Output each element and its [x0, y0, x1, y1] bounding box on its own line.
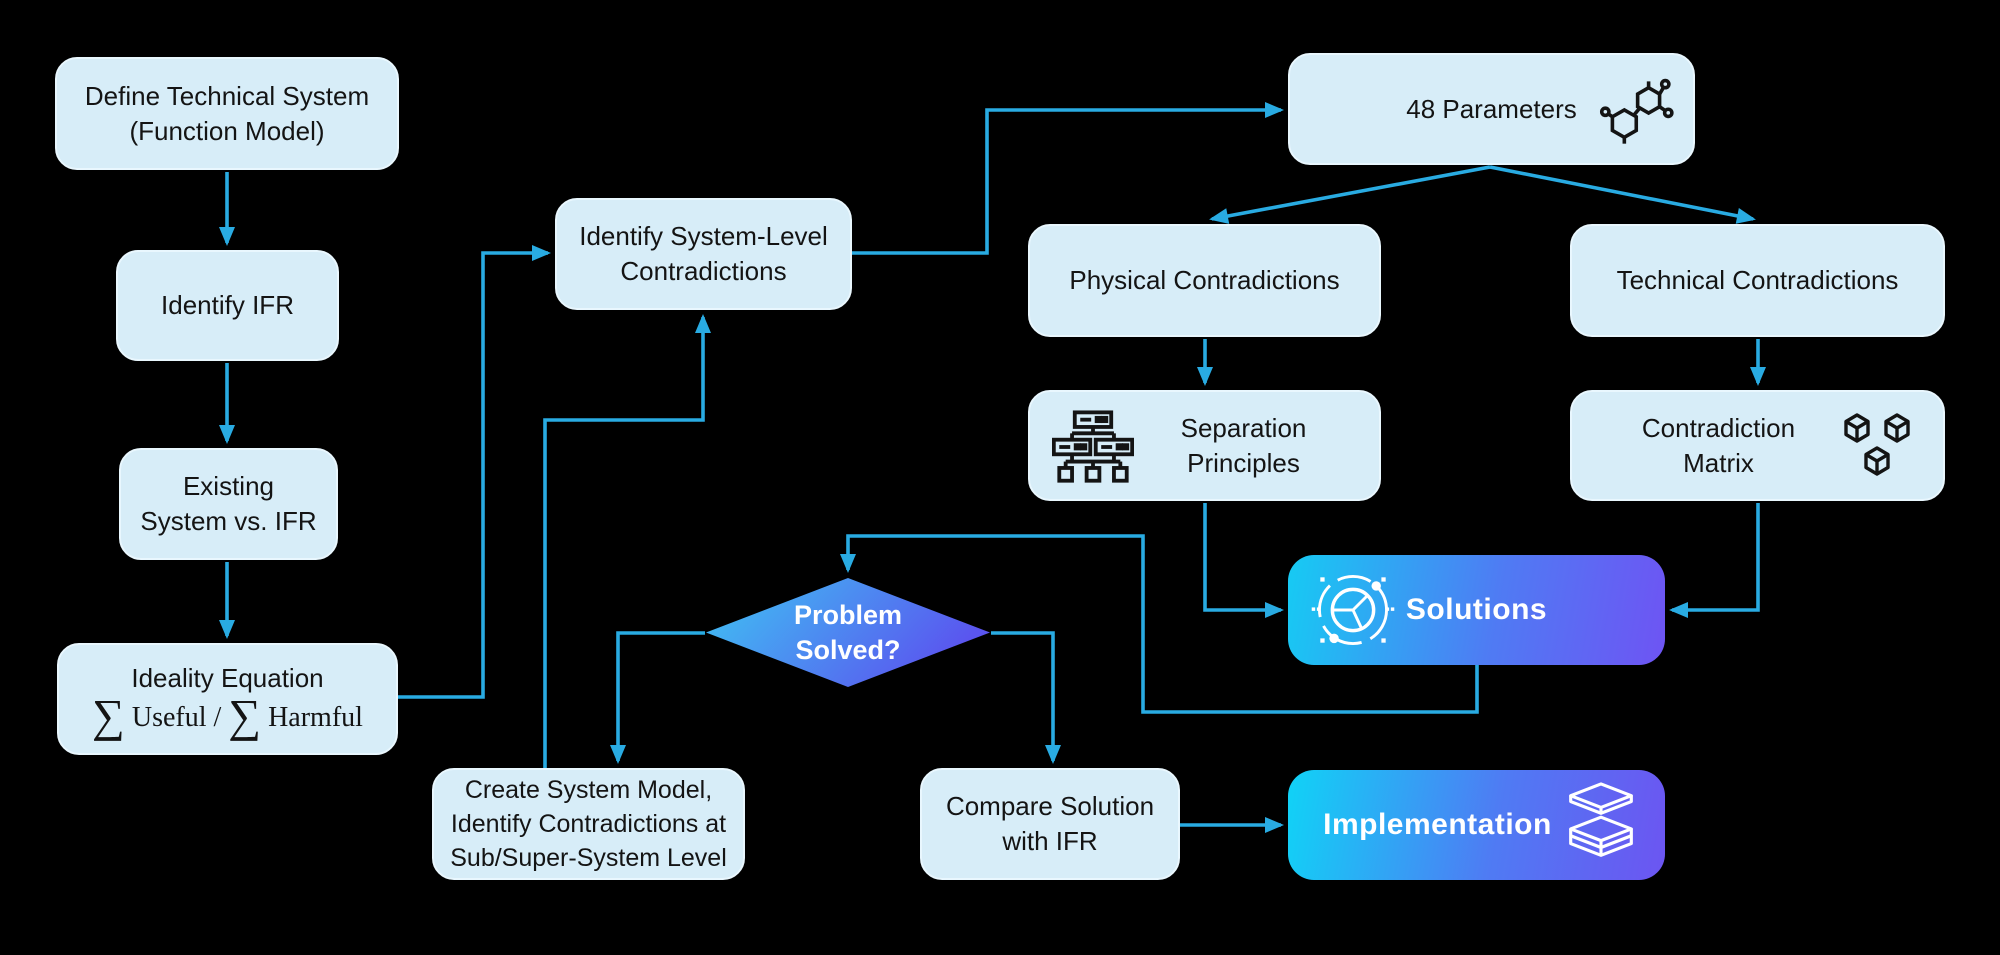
arrow-create-model-to-identify-slc: [543, 314, 711, 768]
molecule-icon: [1599, 74, 1675, 150]
node-label: Existing: [182, 471, 275, 501]
formula-useful: Useful /: [131, 702, 222, 733]
node-contradiction-matrix: Contradiction Matrix: [1570, 390, 1945, 501]
arrow-problem-solved-yes-to-compare: [991, 631, 1061, 764]
node-label: with IFR: [1002, 826, 1098, 856]
node-label: Define Technical System: [84, 80, 370, 111]
node-label: Identify System-Level: [579, 221, 828, 251]
arrow-48-parameters-to-physical: [1209, 165, 1491, 224]
node-label: 48 Parameters: [1406, 93, 1577, 124]
arrow-problem-solved-no-to-create-model: [610, 631, 705, 764]
ideality-formula: ∑ Useful / ∑ Harmful: [92, 689, 363, 741]
node-label: (Function Model): [129, 115, 325, 146]
sigma-symbol: ∑: [92, 689, 125, 741]
node-label: Create System Model,: [464, 776, 713, 804]
node-define-technical-system: Define Technical System (Function Model): [55, 57, 399, 170]
node-label: Matrix: [1683, 447, 1754, 478]
node-label: Identify Contradictions at: [450, 810, 727, 838]
decision-label: Problem Solved?: [793, 599, 903, 665]
sigma-symbol: ∑: [228, 689, 262, 741]
node-physical-contradictions: Physical Contradictions: [1028, 224, 1381, 337]
node-ideality-equation: Ideality Equation ∑ Useful / ∑ Harmful: [57, 643, 398, 755]
node-label: Compare Solution: [945, 791, 1155, 821]
node-label: Sub/Super-System Level: [450, 844, 727, 872]
node-label: Separation: [1180, 412, 1307, 443]
node-title: Ideality Equation: [131, 662, 324, 693]
node-label: Contradictions: [620, 256, 787, 286]
node-48-parameters: 48 Parameters: [1288, 53, 1695, 165]
node-implementation: Implementation: [1288, 770, 1665, 880]
node-label: Identify IFR: [161, 290, 294, 320]
node-label: Contradiction: [1641, 412, 1796, 443]
node-identify-ifr: Identify IFR: [116, 250, 339, 361]
arrow-48-parameters-to-technical: [1489, 165, 1756, 224]
stack-icon: [1557, 781, 1645, 869]
node-separation-principles: Separation Principles: [1028, 390, 1381, 501]
orbit-pie-icon: [1310, 567, 1396, 653]
node-compare-solution-with-ifr: Compare Solution with IFR: [920, 768, 1180, 880]
node-existing-system-vs-ifr: Existing System vs. IFR: [119, 448, 338, 560]
formula-harmful: Harmful: [268, 702, 363, 733]
node-identify-system-level-contradictions: Identify System-Level Contradictions: [555, 198, 852, 310]
node-create-system-model: Create System Model, Identify Contradict…: [432, 768, 745, 880]
node-label: Solutions: [1405, 593, 1548, 626]
node-label: Technical Contradictions: [1616, 265, 1899, 295]
node-label: System vs. IFR: [140, 506, 317, 536]
node-technical-contradictions: Technical Contradictions: [1570, 224, 1945, 337]
arrow-ideality-to-identify-slc: [398, 245, 551, 699]
arrow-separation-to-solutions: [1203, 503, 1284, 618]
node-solutions: Solutions: [1288, 555, 1665, 665]
hierarchy-icon: [1052, 408, 1134, 486]
arrow-matrix-to-solutions: [1669, 503, 1760, 618]
node-label: Physical Contradictions: [1069, 265, 1340, 295]
cubes-icon: [1835, 408, 1921, 488]
node-label: Principles: [1187, 447, 1300, 478]
node-label: Implementation: [1323, 808, 1552, 841]
node-problem-solved-decision: Problem Solved?: [705, 577, 991, 688]
